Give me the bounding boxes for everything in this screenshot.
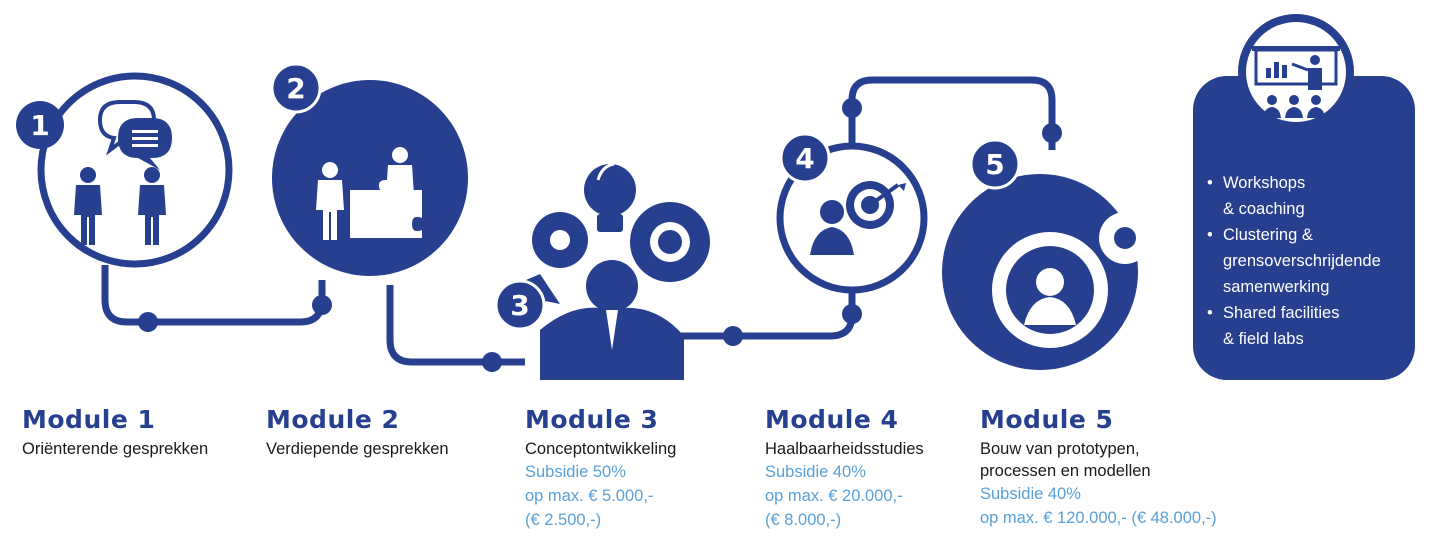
step-2-badge	[270, 62, 322, 114]
step-5-circle: 5	[942, 138, 1151, 370]
subsidy-rate: Subsidie 40%	[980, 485, 1081, 503]
step-4-circle: 4	[776, 132, 928, 294]
bullet-icon: •	[1207, 174, 1213, 192]
step-1-circle: 1	[16, 72, 233, 268]
module-description: Haalbaarheidsstudies	[765, 440, 924, 458]
two-people-talking-icon	[74, 100, 172, 245]
module-description: processen en modellen	[980, 462, 1151, 480]
services-panel	[1193, 14, 1415, 380]
subsidy-amount: (€ 2.500,-)	[525, 511, 602, 529]
module-title: Module 3	[525, 405, 659, 434]
module-title: Module 1	[22, 405, 156, 434]
services-item-line: Clustering &	[1223, 226, 1313, 244]
step-3-number: 3	[510, 289, 529, 322]
step-1-number: 1	[30, 109, 49, 142]
target-arrow-businessman-icon	[810, 181, 906, 255]
presentation-audience-icon	[1252, 46, 1340, 118]
step-5-number: 5	[985, 148, 1004, 181]
step-1-badge	[16, 101, 64, 149]
idea-gears-businessman-icon	[526, 162, 710, 380]
module-5-label: Module 5 Bouw van prototypen, processen …	[980, 405, 1217, 530]
businessmen-puzzle-icon	[316, 147, 422, 240]
services-item-line: Workshops	[1223, 174, 1306, 192]
module-2-label: Module 2 Verdiepende gesprekken	[266, 405, 449, 460]
services-list-item: • Shared facilities & field labs	[1207, 300, 1381, 352]
step-2-number: 2	[286, 72, 305, 105]
module-title: Module 2	[266, 405, 400, 434]
services-item-line: & coaching	[1223, 200, 1305, 218]
module-description: Bouw van prototypen,	[980, 440, 1140, 458]
step-5-badge	[969, 138, 1021, 190]
module-4-label: Module 4 Haalbaarheidsstudies Subsidie 4…	[765, 405, 924, 532]
module-3-label: Module 3 Conceptontwikkeling Subsidie 50…	[525, 405, 676, 532]
step-3-figure: 3	[494, 162, 710, 380]
services-item-line: Shared facilities	[1223, 304, 1340, 322]
subsidy-max: op max. € 5.000,-	[525, 487, 654, 505]
subsidy-rate: Subsidie 40%	[765, 463, 866, 481]
module-title: Module 5	[980, 405, 1114, 434]
subsidy-rate: Subsidie 50%	[525, 463, 626, 481]
module-flow-diagram: 1 2 3	[16, 14, 1415, 380]
module-description: Oriënterende gesprekken	[22, 440, 209, 458]
subsidy-max: op max. € 120.000,- (€ 48.000,-)	[980, 509, 1217, 527]
step-4-badge	[779, 132, 831, 184]
subsidy-amount: (€ 8.000,-)	[765, 511, 842, 529]
subsidy-max: op max. € 20.000,-	[765, 487, 903, 505]
step-2-circle: 2	[270, 62, 468, 276]
services-list-item: • Clustering & grensoverschrijdende same…	[1207, 222, 1381, 300]
bullet-icon: •	[1207, 304, 1213, 322]
step-3-badge	[494, 279, 546, 331]
module-1-label: Module 1 Oriënterende gesprekken	[22, 405, 208, 460]
gear-businessman-icon	[992, 212, 1151, 348]
connector-dots	[138, 98, 1062, 372]
services-item-line: samenwerking	[1223, 278, 1330, 296]
module-title: Module 4	[765, 405, 899, 434]
services-list-item: • Workshops & coaching	[1207, 170, 1381, 222]
services-item-line: grensoverschrijdende	[1223, 252, 1381, 270]
bullet-icon: •	[1207, 226, 1213, 244]
module-description: Verdiepende gesprekken	[266, 440, 449, 458]
step-4-number: 4	[795, 142, 814, 175]
services-item-line: & field labs	[1223, 330, 1304, 348]
services-list: • Workshops & coaching • Clustering & gr…	[1207, 170, 1381, 352]
module-description: Conceptontwikkeling	[525, 440, 677, 458]
